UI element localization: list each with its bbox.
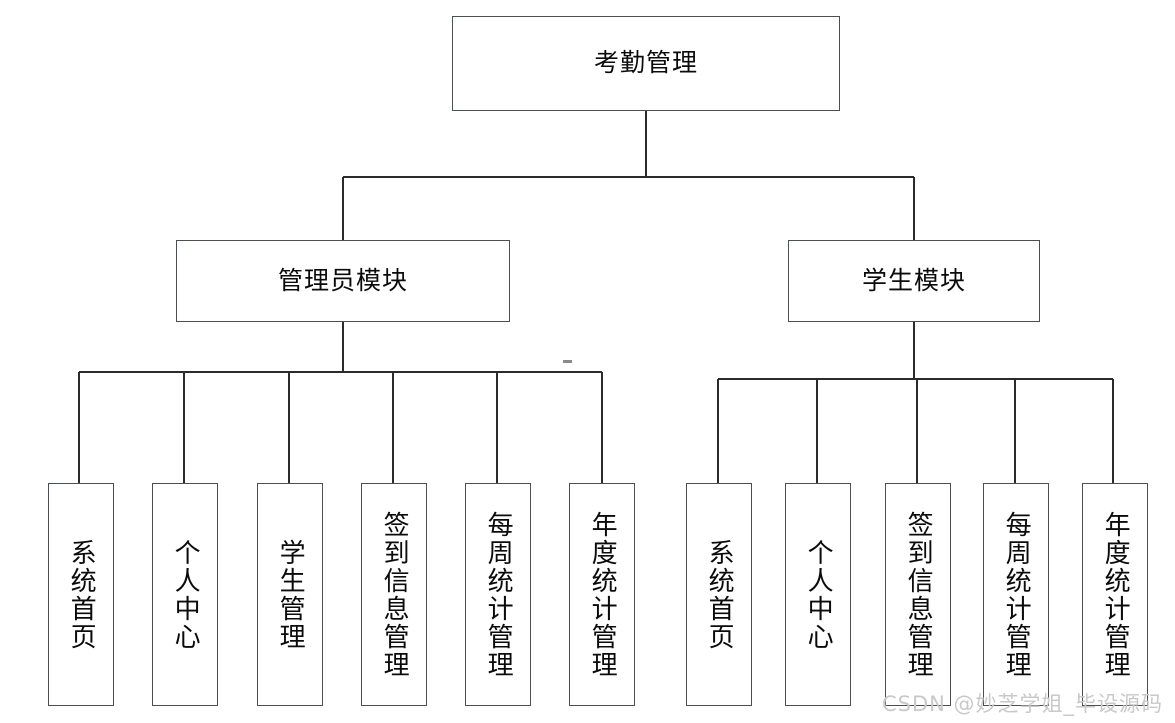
node-leaf-admin-4-label: 签到信息管理 — [379, 510, 410, 679]
node-root[interactable]: 考勤管理 — [452, 16, 840, 111]
node-branch-admin-label: 管理员模块 — [277, 265, 408, 295]
node-branch-admin[interactable]: 管理员模块 — [176, 240, 510, 322]
node-leaf-student-5[interactable]: 年度统计管理 — [1082, 483, 1148, 706]
node-leaf-student-3[interactable]: 签到信息管理 — [885, 483, 951, 706]
node-leaf-student-1-label: 系统首页 — [704, 538, 735, 651]
node-leaf-admin-2-label: 个人中心 — [170, 538, 201, 651]
node-leaf-student-5-label: 年度统计管理 — [1100, 510, 1131, 679]
node-leaf-student-1[interactable]: 系统首页 — [686, 483, 752, 706]
node-leaf-student-2-label: 个人中心 — [803, 538, 834, 651]
node-root-label: 考勤管理 — [593, 48, 698, 78]
node-leaf-admin-1[interactable]: 系统首页 — [48, 483, 114, 706]
node-leaf-student-4[interactable]: 每周统计管理 — [983, 483, 1049, 706]
stray-mark — [563, 360, 572, 363]
node-leaf-student-2[interactable]: 个人中心 — [785, 483, 851, 706]
node-branch-student[interactable]: 学生模块 — [788, 240, 1040, 322]
node-leaf-admin-1-label: 系统首页 — [66, 538, 97, 651]
node-leaf-admin-3[interactable]: 学生管理 — [257, 483, 323, 706]
node-leaf-admin-6[interactable]: 年度统计管理 — [569, 483, 635, 706]
node-branch-student-label: 学生模块 — [861, 265, 966, 295]
node-leaf-admin-5-label: 每周统计管理 — [483, 510, 514, 679]
watermark-text: CSDN @妙芝学姐_毕设源码 — [882, 692, 1164, 716]
node-leaf-admin-2[interactable]: 个人中心 — [152, 483, 218, 706]
node-leaf-admin-6-label: 年度统计管理 — [587, 510, 618, 679]
node-leaf-admin-3-label: 学生管理 — [275, 538, 306, 651]
node-leaf-admin-4[interactable]: 签到信息管理 — [361, 483, 427, 706]
node-leaf-admin-5[interactable]: 每周统计管理 — [465, 483, 531, 706]
node-leaf-student-4-label: 每周统计管理 — [1001, 510, 1032, 679]
node-leaf-student-3-label: 签到信息管理 — [903, 510, 934, 679]
